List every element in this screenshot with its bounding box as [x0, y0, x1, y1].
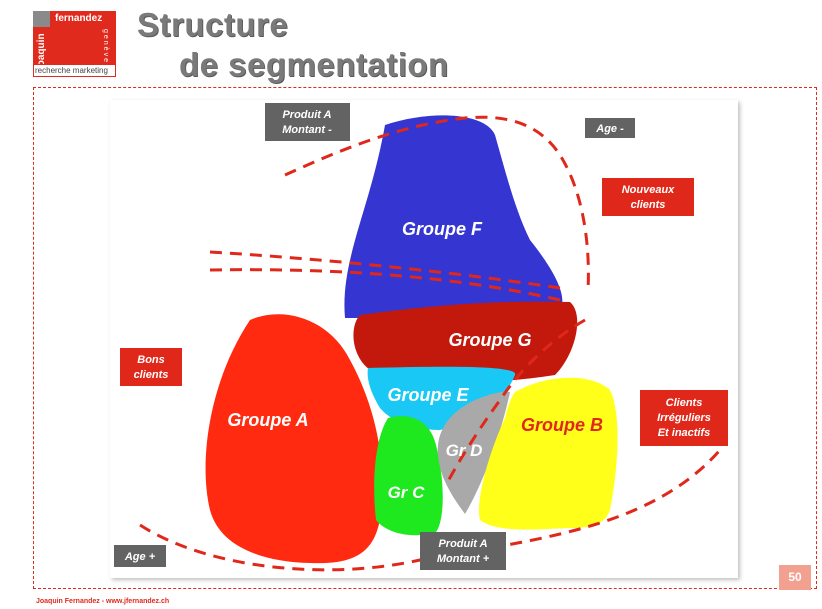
label-age-minus-text: Age -	[595, 123, 624, 135]
label-clients-irreguliers-line2: Irréguliers	[657, 412, 711, 424]
label-bons-clients-line2: clients	[134, 369, 169, 381]
label-clients-irreguliers: Clients Irréguliers Et inactifs	[640, 390, 728, 446]
logo-tagline: recherche marketing	[35, 66, 108, 75]
group-e-label: Groupe E	[387, 385, 469, 405]
label-clients-irreguliers-line1: Clients	[666, 397, 703, 409]
label-produit-a-minus: Produit A Montant -	[265, 103, 350, 141]
page-number: 50	[779, 565, 811, 590]
group-d-label: Gr D	[446, 441, 483, 460]
slide-title-line2: de segmentation	[179, 46, 449, 83]
group-g-label: Groupe G	[448, 330, 531, 350]
logo-tagline-bar	[33, 64, 116, 77]
label-age-minus: Age -	[585, 118, 635, 138]
group-d-shape	[437, 391, 510, 514]
label-nouveaux-clients-line2: clients	[631, 199, 666, 211]
label-nouveaux-clients: Nouveaux clients	[602, 178, 694, 216]
boundary-right-diagonal	[444, 318, 586, 486]
segmentation-map: Groupe F Groupe G Groupe E Groupe A Gr D…	[114, 103, 728, 572]
group-g-shape	[353, 301, 578, 382]
label-produit-a-plus-line1: Produit A	[438, 538, 487, 550]
group-b-shape	[479, 377, 618, 530]
group-f-label: Groupe F	[402, 219, 483, 239]
label-produit-a-plus: Produit A Montant +	[420, 532, 506, 570]
boundary-top-arc	[284, 115, 590, 291]
logo-grey-block	[33, 11, 50, 27]
segmentation-diagram: Groupe F Groupe G Groupe E Groupe A Gr D…	[110, 100, 738, 578]
label-clients-irreguliers-line3: Et inactifs	[658, 427, 711, 439]
footer-credit: Joaquin Fernandez - www.jfernandez.ch	[36, 598, 170, 605]
label-bons-clients: Bons clients	[120, 348, 182, 386]
label-bons-clients-line1: Bons	[137, 354, 165, 366]
group-b-label: Groupe B	[521, 415, 603, 435]
group-a-label: Groupe A	[227, 410, 308, 430]
group-c-label: Gr C	[388, 483, 426, 502]
label-nouveaux-clients-line1: Nouveaux	[622, 184, 675, 196]
label-produit-a-plus-line2: Montant +	[437, 553, 490, 565]
slide-title-line1: Structure	[137, 6, 289, 43]
label-produit-a-minus-line1: Produit A	[282, 109, 331, 121]
label-age-plus-text: Age +	[124, 551, 156, 563]
content-frame	[33, 87, 817, 589]
label-age-plus: Age +	[114, 545, 166, 567]
group-a-shape	[205, 314, 383, 564]
label-produit-a-minus-line2: Montant -	[282, 124, 332, 136]
boundary-upper-left-2	[209, 268, 561, 302]
company-logo: fernandez joaquin genève recherche marke…	[33, 11, 116, 77]
group-f-shape	[344, 115, 563, 318]
logo-brand-name: fernandez	[55, 13, 103, 24]
boundary-upper-left	[209, 250, 561, 290]
group-c-shape	[374, 416, 443, 536]
logo-city: genève	[102, 29, 109, 64]
